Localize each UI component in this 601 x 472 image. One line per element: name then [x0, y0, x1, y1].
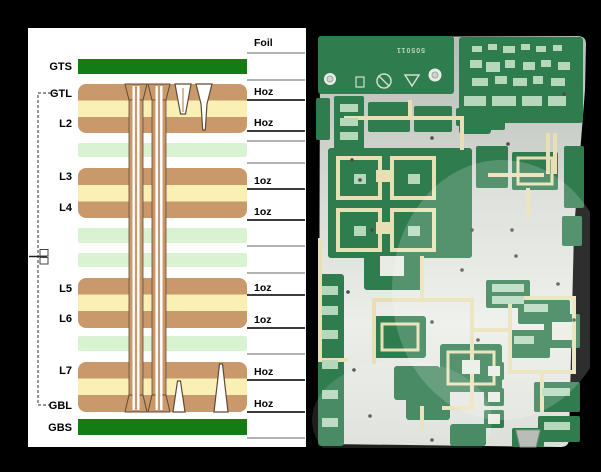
layer-label-gbs: GBS	[48, 422, 72, 434]
layer-boundary-lines	[247, 52, 305, 439]
weight-label-l6: 1oz	[254, 314, 272, 326]
layer-bar-gbs	[78, 419, 247, 435]
pcb-fiducial-2	[428, 68, 442, 82]
pcb-no-lead-icon	[376, 73, 392, 89]
weight-label-l7: Hoz	[254, 366, 273, 378]
layer-label-l3: L3	[59, 171, 72, 183]
weight-label-l5: 1oz	[254, 282, 272, 294]
layer-label-l5: L5	[59, 283, 72, 295]
stackup-diagram-panel: GTS GTL L2 L3 L4 L5 L6 L7 GBL GBS Foil H…	[28, 28, 306, 447]
layer-label-gts: GTS	[49, 61, 72, 73]
blind-via-top-2	[195, 83, 213, 131]
weight-label-l3: 1oz	[254, 175, 272, 187]
weight-label-gtl: Hoz	[254, 86, 273, 98]
pcb-traces	[318, 100, 576, 430]
center-line-marker	[29, 249, 49, 265]
layer-label-l6: L6	[59, 313, 72, 325]
pcb-drill-holes	[346, 92, 576, 442]
pcb-sheen-2	[312, 360, 492, 448]
weight-label-gbl: Hoz	[254, 398, 273, 410]
layer-bar-gts	[78, 59, 247, 74]
layer-label-l7: L7	[59, 365, 72, 377]
layer-label-gtl: GTL	[50, 88, 72, 100]
weight-label-l2: Hoz	[254, 117, 273, 129]
through-via-2	[147, 83, 171, 413]
pcb-recycle-triangle-icon	[403, 74, 421, 88]
pcb-board-marking: 505011	[396, 46, 425, 53]
blind-via-bottom-2	[213, 363, 229, 413]
layer-label-l4: L4	[59, 202, 73, 214]
weight-label-l4: 1oz	[254, 206, 272, 218]
blind-via-top-1	[174, 83, 192, 115]
layer-label-gbl: GBL	[49, 400, 73, 412]
pcb-fiducial-1	[324, 73, 336, 85]
layer-label-l2: L2	[59, 118, 72, 130]
pcb-sheen	[392, 160, 590, 420]
pcb-pad-clusters	[322, 44, 572, 430]
weight-label-foil: Foil	[254, 37, 273, 49]
blind-via-bottom-1	[172, 380, 186, 413]
pcb-silk-glyph	[355, 76, 365, 88]
through-via-1	[124, 83, 148, 413]
stackup-extent-bracket	[37, 92, 56, 406]
pcb-photo-panel: 505011	[312, 30, 590, 448]
pcb-edge-connector	[515, 429, 541, 448]
